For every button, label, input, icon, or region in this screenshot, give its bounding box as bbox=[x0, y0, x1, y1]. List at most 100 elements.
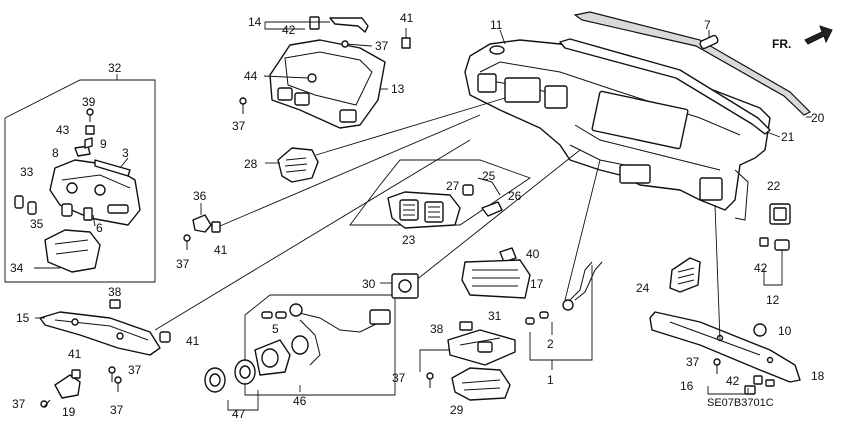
screw-37-bracket bbox=[183, 234, 191, 250]
callout-37h: 37 bbox=[686, 355, 700, 369]
callout-32: 32 bbox=[108, 61, 122, 75]
lighter-harness bbox=[289, 303, 391, 366]
lower-dashboard-cover bbox=[39, 311, 161, 356]
clip-43 bbox=[85, 125, 95, 135]
callout-42c: 42 bbox=[726, 374, 740, 388]
center-air-vent bbox=[387, 191, 461, 229]
callout-15: 15 bbox=[16, 311, 30, 325]
callout-46: 46 bbox=[293, 394, 307, 408]
clip-41-lower bbox=[159, 331, 171, 343]
part-7-clip bbox=[699, 34, 719, 50]
part-27-knob bbox=[462, 184, 474, 196]
callout-7: 7 bbox=[704, 18, 711, 32]
callout-41a: 41 bbox=[400, 11, 414, 25]
side-air-vent-right bbox=[669, 257, 701, 293]
damper-33 bbox=[14, 195, 37, 215]
part-10-nut bbox=[753, 323, 767, 337]
direction-label: FR. bbox=[772, 37, 791, 51]
callout-33: 33 bbox=[20, 165, 34, 179]
callout-14: 14 bbox=[248, 15, 262, 29]
callout-41b: 41 bbox=[214, 243, 228, 257]
callout-30: 30 bbox=[362, 277, 376, 291]
callout-18: 18 bbox=[811, 369, 825, 383]
callout-29: 29 bbox=[450, 403, 464, 417]
socket-harness-2 bbox=[525, 261, 603, 325]
figure-code: SE07B3701C bbox=[707, 397, 774, 409]
windshield-garnish-outer bbox=[573, 11, 812, 116]
callout-5: 5 bbox=[272, 322, 279, 336]
clip-42-lower-right bbox=[744, 375, 775, 395]
panel-30 bbox=[391, 273, 419, 299]
front-direction-arrow: FR. bbox=[772, 25, 833, 51]
callout-37d: 37 bbox=[128, 363, 142, 377]
clip-38-lower bbox=[109, 299, 121, 309]
callout-1: 1 bbox=[547, 373, 554, 387]
ashtray-29 bbox=[451, 367, 511, 401]
cigar-lighter-socket bbox=[204, 359, 256, 393]
callout-6: 6 bbox=[96, 221, 103, 235]
glove-box-tray-34 bbox=[44, 229, 101, 273]
meter-hood bbox=[269, 39, 386, 129]
part-25-cable bbox=[477, 177, 501, 196]
bracket-19 bbox=[54, 374, 81, 399]
callout-24: 24 bbox=[636, 281, 650, 295]
callout-35: 35 bbox=[30, 217, 44, 231]
screw-37-right bbox=[713, 358, 721, 374]
callout-37f: 37 bbox=[12, 397, 26, 411]
callout-37g: 37 bbox=[392, 371, 406, 385]
latch-8 bbox=[74, 145, 91, 157]
callout-28: 28 bbox=[244, 157, 258, 171]
screw-37-top bbox=[341, 40, 373, 48]
clip-40 bbox=[499, 247, 517, 263]
clip-42-right bbox=[759, 237, 769, 247]
callout-42a: 42 bbox=[282, 23, 296, 37]
screw-37-lower-3 bbox=[40, 399, 51, 408]
callout-31: 31 bbox=[488, 309, 502, 323]
callout-36: 36 bbox=[193, 189, 207, 203]
callout-8: 8 bbox=[52, 146, 59, 160]
box-32-glove-box-assembly bbox=[4, 74, 156, 283]
callout-22: 22 bbox=[767, 179, 781, 193]
screw-37-lower-2 bbox=[114, 376, 122, 392]
vent-22 bbox=[769, 203, 791, 225]
callout-37e: 37 bbox=[110, 403, 124, 417]
heater-control-panel-17 bbox=[461, 259, 531, 299]
callout-39: 39 bbox=[82, 95, 96, 109]
callout-21: 21 bbox=[781, 130, 795, 144]
callout-27: 27 bbox=[446, 179, 460, 193]
callout-26: 26 bbox=[508, 189, 522, 203]
callout-25: 25 bbox=[482, 169, 496, 183]
callout-38a: 38 bbox=[108, 285, 122, 299]
screw-37-ashtray bbox=[426, 372, 434, 388]
bracket-36 bbox=[192, 214, 221, 233]
callout-10: 10 bbox=[778, 324, 792, 338]
switch-31 bbox=[447, 329, 516, 366]
cigar-lighter-housing bbox=[254, 339, 291, 376]
callout-42b: 42 bbox=[754, 261, 768, 275]
callout-16: 16 bbox=[680, 379, 694, 393]
side-air-vent-left bbox=[277, 147, 319, 183]
screw-37-hood-left bbox=[239, 97, 247, 114]
callout-2: 2 bbox=[547, 337, 554, 351]
screw-37-lower-1 bbox=[108, 366, 116, 382]
clip-38-switch bbox=[459, 321, 473, 331]
callout-37b: 37 bbox=[232, 119, 246, 133]
screw-39 bbox=[86, 108, 94, 122]
callout-37a: 37 bbox=[375, 39, 389, 53]
part-26-lever bbox=[481, 201, 503, 217]
under-cover-18 bbox=[649, 311, 801, 383]
callout-9: 9 bbox=[100, 137, 107, 151]
callout-41c: 41 bbox=[186, 334, 200, 348]
callout-17: 17 bbox=[530, 277, 544, 291]
hinge-9 bbox=[84, 137, 93, 149]
callout-43: 43 bbox=[56, 123, 70, 137]
glove-box-trim-3 bbox=[94, 159, 131, 177]
callout-labels: 11 7 14 42 41 37 44 13 37 32 39 43 9 8 3… bbox=[10, 11, 825, 421]
callout-40: 40 bbox=[526, 247, 540, 261]
callout-11: 11 bbox=[490, 18, 503, 32]
box-23-center-vent-assembly bbox=[349, 159, 531, 226]
callout-12: 12 bbox=[766, 293, 780, 307]
callout-3: 3 bbox=[122, 146, 129, 160]
bumper-35 bbox=[61, 203, 73, 217]
